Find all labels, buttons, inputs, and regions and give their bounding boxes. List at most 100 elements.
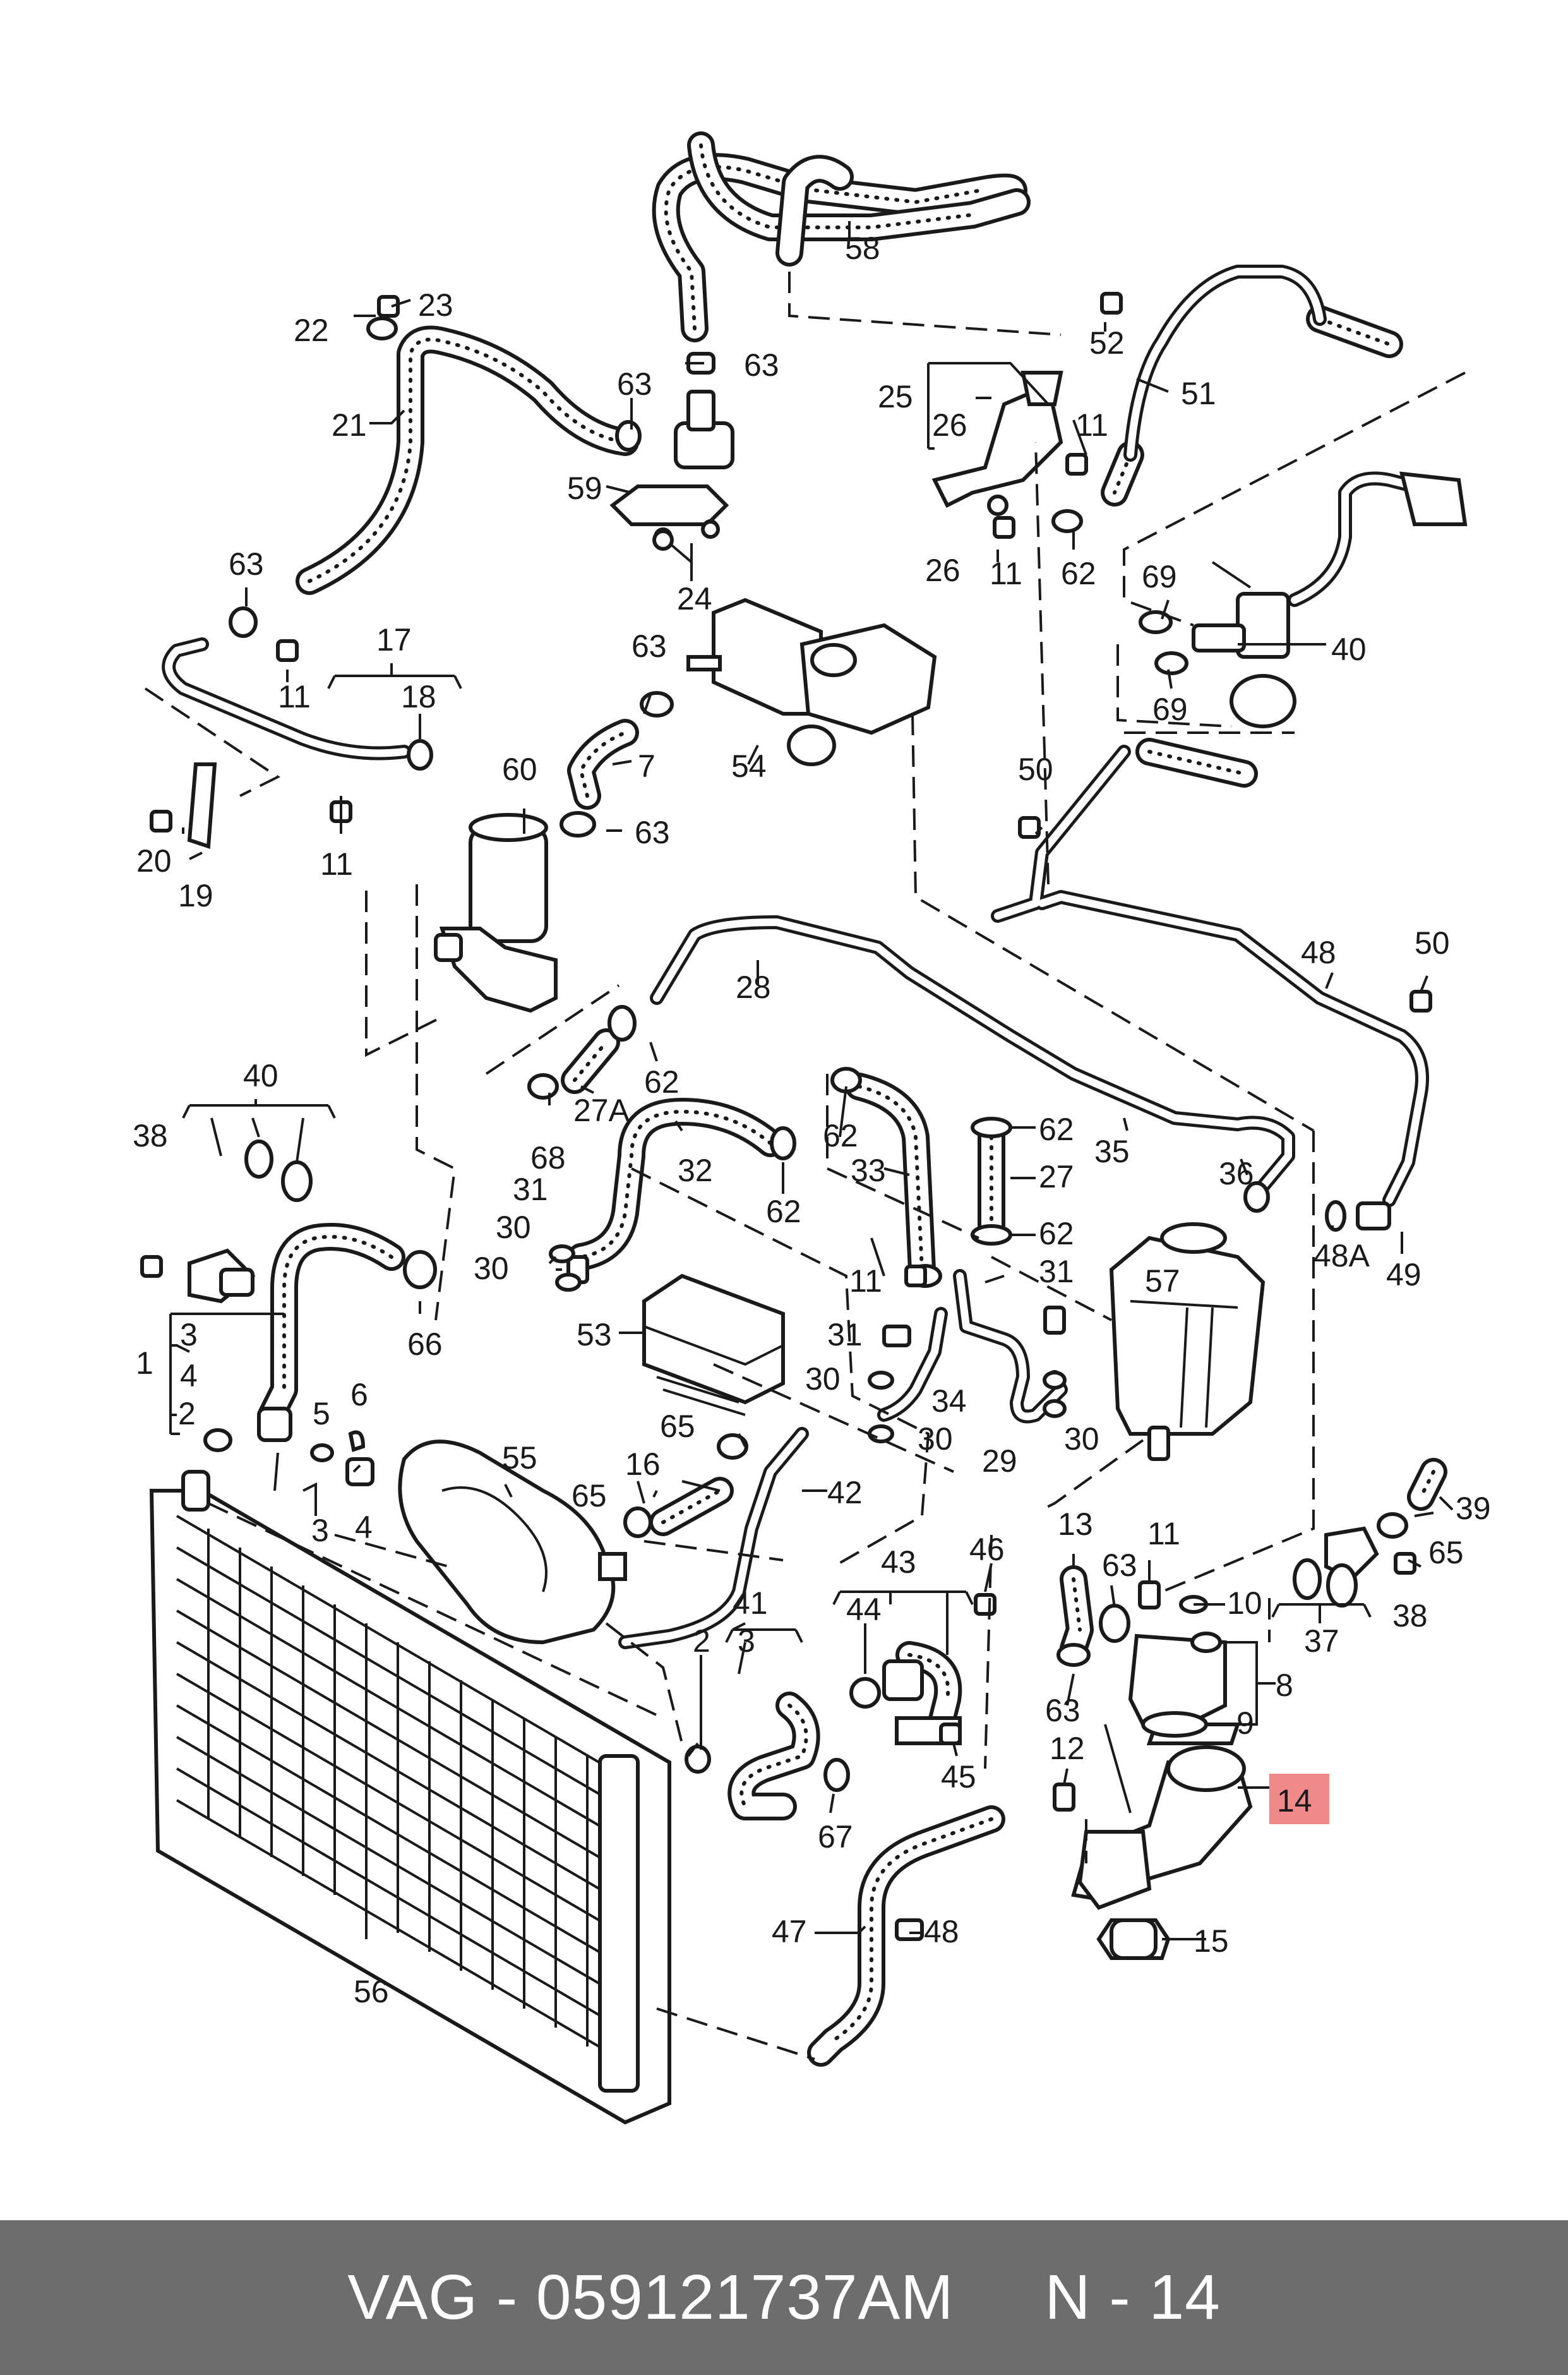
label-28: 28 — [736, 970, 771, 1005]
egr-cooler-56 — [686, 598, 937, 766]
clamp-65-c — [229, 606, 258, 638]
label-38: 38 — [133, 1118, 168, 1153]
label-16: 16 — [625, 1446, 661, 1482]
label-4: 4 — [355, 1510, 373, 1545]
label-19: 19 — [178, 878, 213, 913]
label-65: 63 — [744, 347, 779, 383]
label-41: 40 — [1331, 632, 1367, 667]
label-54: 52 — [1089, 325, 1125, 361]
highlight-part-14: 14 — [1269, 1774, 1329, 1824]
bolt-47 — [974, 1593, 996, 1616]
label-47: 46 — [969, 1532, 1005, 1567]
label-17: 17 — [376, 622, 412, 658]
label-26: 26 — [925, 553, 961, 588]
bolt-46 — [939, 1723, 962, 1745]
label-8: 8 — [1276, 1668, 1293, 1703]
label-20: 20 — [136, 843, 172, 879]
label-52: 50 — [1018, 752, 1053, 787]
ring-5 — [310, 1443, 334, 1462]
pipe-28 — [650, 915, 1295, 1201]
label-30: 30 — [918, 1421, 953, 1457]
label-32: 32 — [678, 1153, 713, 1188]
label-11: 11 — [320, 846, 353, 882]
label-27: 27 — [1039, 1159, 1074, 1194]
label-50: 48A — [1314, 1238, 1370, 1273]
fitting-51 — [1356, 1201, 1391, 1230]
clamp-69-b — [1154, 651, 1188, 675]
pipe-17 — [162, 637, 411, 761]
hose-44 — [895, 1641, 962, 1738]
sensor-37 — [1293, 1526, 1379, 1608]
label-21: 21 — [332, 407, 367, 443]
clamp-64-a — [717, 1433, 748, 1460]
label-12: 12 — [1050, 1731, 1085, 1766]
label-36: 36 — [1219, 1156, 1254, 1191]
label-45: 44 — [846, 1592, 882, 1627]
fitting-3 — [257, 1407, 292, 1442]
ring-30-a — [555, 1273, 582, 1292]
label-38: 38 — [1392, 1598, 1428, 1633]
label-26: 26 — [932, 407, 967, 443]
clamp-63-b — [607, 1005, 637, 1042]
clip-6 — [348, 1430, 366, 1452]
label-65: 63 — [635, 815, 670, 850]
label-35: 35 — [1094, 1134, 1130, 1169]
label-11: 11 — [1075, 407, 1108, 443]
label-14: 14 — [1277, 1783, 1312, 1819]
hose-42 — [727, 1692, 820, 1820]
label-11: 11 — [990, 556, 1022, 591]
label-63: 62 — [766, 1194, 801, 1229]
label-13: 13 — [1058, 1506, 1093, 1542]
gasket-15 — [1110, 1918, 1158, 1960]
sensor-40 — [188, 1139, 313, 1304]
hose-33 — [845, 1073, 936, 1284]
bolt-38-a — [140, 1255, 163, 1278]
bolt-11-a — [276, 639, 299, 662]
ring-30-e — [1043, 1371, 1067, 1390]
label-64: 65 — [660, 1409, 695, 1444]
label-55: 53 — [577, 1317, 612, 1352]
bolt-11-e — [904, 1265, 927, 1287]
label-53: 51 — [1181, 376, 1216, 411]
label-61: 59 — [567, 471, 602, 506]
label-65: 63 — [1045, 1693, 1080, 1728]
hose-60 — [652, 131, 1031, 342]
hose-27A — [561, 1028, 620, 1094]
label-58: 56 — [354, 1974, 389, 2009]
ring-9 — [1141, 1711, 1208, 1738]
label-68: 68 — [530, 1140, 566, 1175]
label-2: 2 — [178, 1396, 196, 1431]
label-49: 48 — [1301, 935, 1336, 970]
hose-1 — [258, 1223, 405, 1429]
bolt-23 — [377, 295, 400, 318]
clamp-66 — [403, 1250, 437, 1289]
label-57: 55 — [502, 1440, 537, 1476]
leader-lines — [169, 221, 1454, 1940]
clamp-65-f — [1099, 1604, 1130, 1643]
bolt-11-c — [1065, 453, 1088, 476]
label-6: 6 — [350, 1377, 368, 1412]
label-65: 63 — [229, 546, 264, 582]
clamp-36 — [1243, 1181, 1270, 1213]
label-31: 31 — [1039, 1254, 1074, 1289]
oil-filter-62 — [434, 813, 558, 1013]
label-63: 62 — [823, 1118, 858, 1153]
label-30: 30 — [496, 1210, 531, 1245]
clamp-63-e — [971, 1117, 1012, 1138]
label-65: 63 — [1102, 1548, 1137, 1583]
clamp-63-f — [971, 1224, 1012, 1246]
ring-50 — [1325, 1200, 1346, 1232]
bolt-31-c — [1043, 1306, 1066, 1335]
label-48A: 48 — [924, 1914, 959, 1949]
parts-diagram: 58 23 22 63 63 21 59 24 25 26 11 26 11 6… — [133, 131, 1491, 2125]
label-1: 1 — [136, 1345, 153, 1381]
housing-57 — [398, 1440, 627, 1645]
hose-52 — [1135, 738, 1258, 788]
pipe-43 — [618, 1427, 809, 1649]
hose-13 — [1060, 1565, 1094, 1662]
hose-32 — [567, 1098, 784, 1271]
label-9: 9 — [1236, 1705, 1254, 1741]
label-40: 40 — [243, 1058, 278, 1093]
label-22: 22 — [294, 313, 329, 348]
pipe-53 — [1123, 265, 1327, 462]
